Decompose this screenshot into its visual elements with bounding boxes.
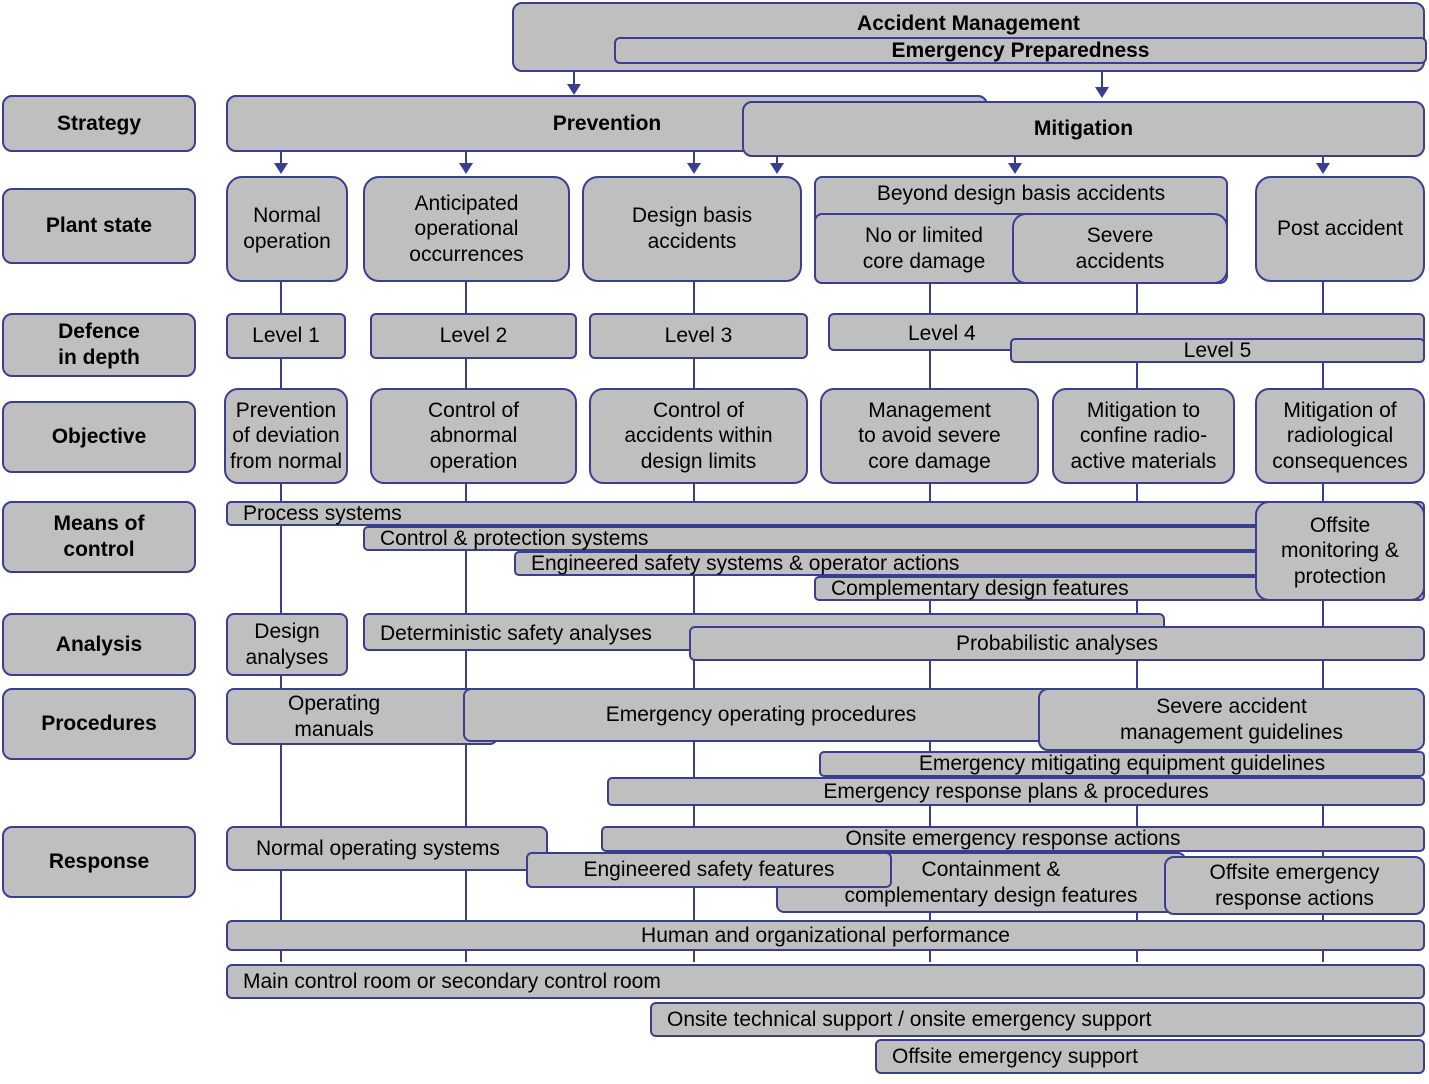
means-process-systems: Process systems xyxy=(226,501,1425,526)
procedures-severe-accident-guidelines: Severe accident management guidelines xyxy=(1038,688,1425,751)
analysis-probabilistic: Probabilistic analyses xyxy=(689,626,1425,661)
row-label-means-of-control: Means of control xyxy=(2,501,196,573)
objective-radiological-consequences: Mitigation of radiological consequences xyxy=(1255,388,1425,484)
plant-state-severe-accidents: Severe accidents xyxy=(1012,213,1228,284)
arrow-down-icon xyxy=(1316,157,1330,174)
procedures-emergency-response-plans: Emergency response plans & procedures xyxy=(607,777,1425,806)
response-offsite-emergency-actions: Offsite emergency response actions xyxy=(1164,856,1425,915)
objective-management-core-damage: Management to avoid severe core damage xyxy=(820,388,1039,484)
emergency-preparedness-box: Emergency Preparedness xyxy=(614,37,1427,64)
defence-level-5: Level 5 xyxy=(1010,338,1425,363)
arrow-down-icon xyxy=(1008,157,1022,174)
connector-line xyxy=(1322,282,1324,962)
row-label-procedures: Procedures xyxy=(2,688,196,760)
plant-state-design-basis-accidents: Design basis accidents xyxy=(582,176,802,282)
plant-state-normal-operation: Normal operation xyxy=(226,176,348,282)
defence-level-1: Level 1 xyxy=(226,313,346,359)
plant-state-anticipated-occurrences: Anticipated operational occurrences xyxy=(363,176,570,282)
mitigation-box: Mitigation xyxy=(742,101,1425,157)
onsite-technical-support: Onsite technical support / onsite emerge… xyxy=(650,1002,1425,1037)
procedures-emergency-operating: Emergency operating procedures xyxy=(463,688,1059,742)
objective-confine-radioactive: Mitigation to confine radio- active mate… xyxy=(1052,388,1235,484)
defence-level-2: Level 2 xyxy=(370,313,577,359)
defence-level-3: Level 3 xyxy=(589,313,808,359)
arrow-down-icon xyxy=(274,152,288,174)
arrow-down-icon xyxy=(687,152,701,174)
human-organizational-performance: Human and organizational performance xyxy=(226,920,1425,951)
row-label-response: Response xyxy=(2,826,196,898)
arrow-down-icon xyxy=(1095,72,1109,98)
arrow-down-icon xyxy=(567,72,581,95)
means-control-protection-systems: Control & protection systems xyxy=(363,526,1425,551)
arrow-down-icon xyxy=(770,152,784,174)
response-normal-operating-systems: Normal operating systems xyxy=(226,826,548,871)
arrow-down-icon xyxy=(459,152,473,174)
row-label-strategy: Strategy xyxy=(2,95,196,152)
plant-state-no-limited-core-damage: No or limited core damage xyxy=(814,213,1034,284)
response-engineered-safety-features: Engineered safety features xyxy=(526,852,892,888)
main-control-room: Main control room or secondary control r… xyxy=(226,964,1425,999)
row-label-plant-state: Plant state xyxy=(2,188,196,264)
procedures-emergency-mitigating-equipment: Emergency mitigating equipment guideline… xyxy=(819,751,1425,777)
row-label-analysis: Analysis xyxy=(2,613,196,676)
offsite-emergency-support: Offsite emergency support xyxy=(875,1039,1425,1074)
analysis-design-analyses: Design analyses xyxy=(226,613,348,676)
means-offsite-monitoring: Offsite monitoring & protection xyxy=(1255,501,1425,601)
objective-control-abnormal-operation: Control of abnormal operation xyxy=(370,388,577,484)
procedures-operating-manuals: Operating manuals xyxy=(226,688,498,745)
response-onsite-emergency-actions: Onsite emergency response actions xyxy=(601,826,1425,852)
objective-control-accidents: Control of accidents within design limit… xyxy=(589,388,808,484)
objective-prevention-of-deviation: Prevention of deviation from normal xyxy=(224,388,348,484)
plant-state-post-accident: Post accident xyxy=(1255,176,1425,282)
row-label-defence-in-depth: Defence in depth xyxy=(2,313,196,377)
row-label-objective: Objective xyxy=(2,401,196,473)
